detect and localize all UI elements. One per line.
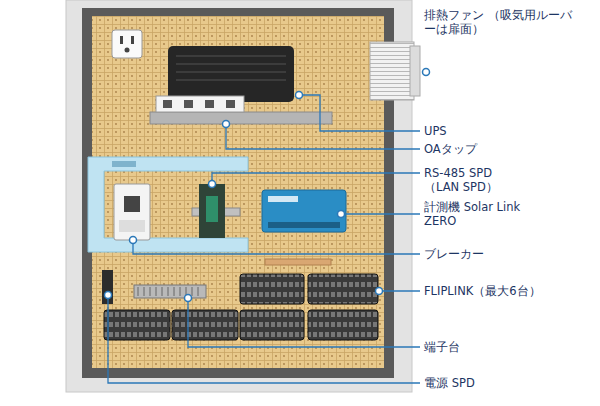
ups-label: UPS bbox=[424, 124, 447, 138]
leader-lines bbox=[108, 95, 420, 383]
spd-label: RS-485 SPD （LAN SPD） bbox=[424, 166, 504, 194]
terminal-label: 端子台 bbox=[424, 340, 460, 354]
meter-label: 計測機 Solar Link ZERO bbox=[424, 200, 534, 228]
fliplink-label: FLIPLINK（最大6台） bbox=[424, 284, 541, 298]
oa-tap-label: OAタップ bbox=[424, 142, 477, 156]
breaker-label: ブレーカー bbox=[424, 247, 484, 261]
fan-label: 排熱ファン （吸気用ルーバーは扉面） bbox=[424, 8, 574, 36]
power-spd-label: 電源 SPD bbox=[424, 376, 475, 390]
